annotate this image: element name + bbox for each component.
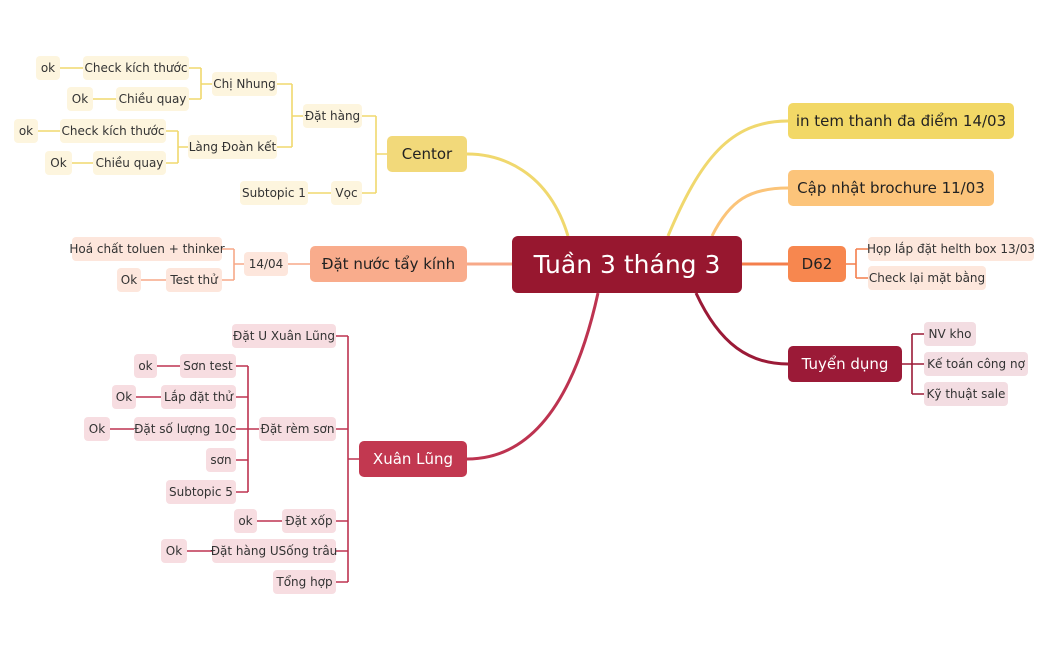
subtopic-chi-nhung[interactable]: Chị Nhung	[212, 72, 277, 96]
subtopic-ok-dat-so[interactable]: Ok	[84, 417, 110, 441]
subtopic-date[interactable]: 14/04	[244, 252, 288, 276]
subtopic-check-mat-bang[interactable]: Check lại mặt bằng	[868, 266, 986, 290]
subtopic-ke-toan[interactable]: Kế toán công nợ	[924, 352, 1028, 376]
link-dat-hang-children	[277, 83, 303, 148]
subtopic-check-kich-thuoc-2[interactable]: Check kích thước	[60, 119, 166, 143]
subtopic-ky-thuat-sale[interactable]: Kỹ thuật sale	[924, 382, 1008, 406]
subtopic-hop-lap-dat[interactable]: Họp lắp đặt helth box 13/03	[867, 237, 1035, 261]
topic-cap-nhat-brochure[interactable]: Cập nhật brochure 11/03	[788, 170, 994, 206]
subtopic-ok-2[interactable]: Ok	[67, 87, 93, 111]
subtopic-ok-4[interactable]: Ok	[45, 151, 72, 175]
subtopic-ok-test[interactable]: Ok	[117, 268, 141, 292]
topic-tuyen-dung[interactable]: Tuyển dụng	[788, 346, 902, 382]
subtopic-ok-lap-dat[interactable]: Ok	[112, 385, 136, 409]
link-ok-lines-centor	[38, 67, 331, 194]
link-tuyen-dung-children	[902, 333, 924, 395]
subtopic-dat-rem-son[interactable]: Đặt rèm sơn	[259, 417, 336, 441]
subtopic-dat-hang[interactable]: Đặt hàng	[303, 104, 362, 128]
subtopic-ok-son-test[interactable]: ok	[134, 354, 157, 378]
subtopic-1[interactable]: Subtopic 1	[240, 181, 308, 205]
link-xuan-lung-children	[336, 335, 359, 583]
subtopic-lang-doan-ket[interactable]: Làng Đoàn kết	[188, 135, 277, 159]
link-root-centor	[466, 152, 570, 237]
topic-xuan-lung[interactable]: Xuân Lũng	[359, 441, 467, 477]
link-chi-nhung-children	[189, 67, 212, 100]
subtopic-son[interactable]: sơn	[206, 448, 236, 472]
subtopic-ok-dat-hang-us[interactable]: Ok	[161, 539, 187, 563]
link-dat-nuoc-children	[141, 248, 310, 281]
subtopic-voc[interactable]: Vọc	[331, 181, 362, 205]
link-root-tuyen-dung	[694, 292, 789, 366]
subtopic-tong-hop[interactable]: Tổng hợp	[273, 570, 336, 594]
subtopic-test-thu[interactable]: Test thử	[166, 268, 222, 292]
subtopic-lap-dat-thu[interactable]: Lắp đặt thử	[161, 385, 236, 409]
link-root-in-tem	[666, 119, 789, 237]
link-root-cap-nhat	[710, 186, 789, 237]
topic-dat-nuoc-tay-kinh[interactable]: Đặt nước tẩy kính	[310, 246, 467, 282]
subtopic-check-kich-thuoc-1[interactable]: Check kích thước	[83, 56, 189, 80]
topic-centor[interactable]: Centor	[387, 136, 467, 172]
link-centor-children	[362, 115, 387, 194]
topic-d62[interactable]: D62	[788, 246, 846, 282]
subtopic-ok-1[interactable]: ok	[36, 56, 60, 80]
subtopic-nv-kho[interactable]: NV kho	[924, 322, 976, 346]
subtopic-son-test[interactable]: Sơn test	[180, 354, 236, 378]
subtopic-dat-so-luong[interactable]: Đặt số lượng 10c	[134, 417, 236, 441]
link-dat-rem-children	[236, 365, 259, 493]
subtopic-chieu-quay-1[interactable]: Chiều quay	[116, 87, 189, 111]
subtopic-hoa-chat[interactable]: Hoá chất toluen + thinker	[69, 237, 225, 261]
link-ok-lines-xuan	[110, 365, 282, 552]
subtopic-chieu-quay-2[interactable]: Chiều quay	[93, 151, 166, 175]
subtopic-dat-u[interactable]: Đặt U Xuân Lũng	[232, 324, 336, 348]
link-lang-children	[166, 130, 188, 164]
link-d62-children	[846, 248, 868, 279]
subtopic-5[interactable]: Subtopic 5	[166, 480, 236, 504]
subtopic-dat-hang-us[interactable]: Đặt hàng USống trâu	[211, 539, 337, 563]
subtopic-ok-3[interactable]: ok	[14, 119, 38, 143]
subtopic-ok-dat-xop[interactable]: ok	[234, 509, 257, 533]
link-root-xuan-lung	[466, 292, 600, 461]
root-topic[interactable]: Tuần 3 tháng 3	[512, 236, 742, 293]
subtopic-dat-xop[interactable]: Đặt xốp	[282, 509, 336, 533]
topic-in-tem[interactable]: in tem thanh đa điểm 14/03	[788, 103, 1014, 139]
